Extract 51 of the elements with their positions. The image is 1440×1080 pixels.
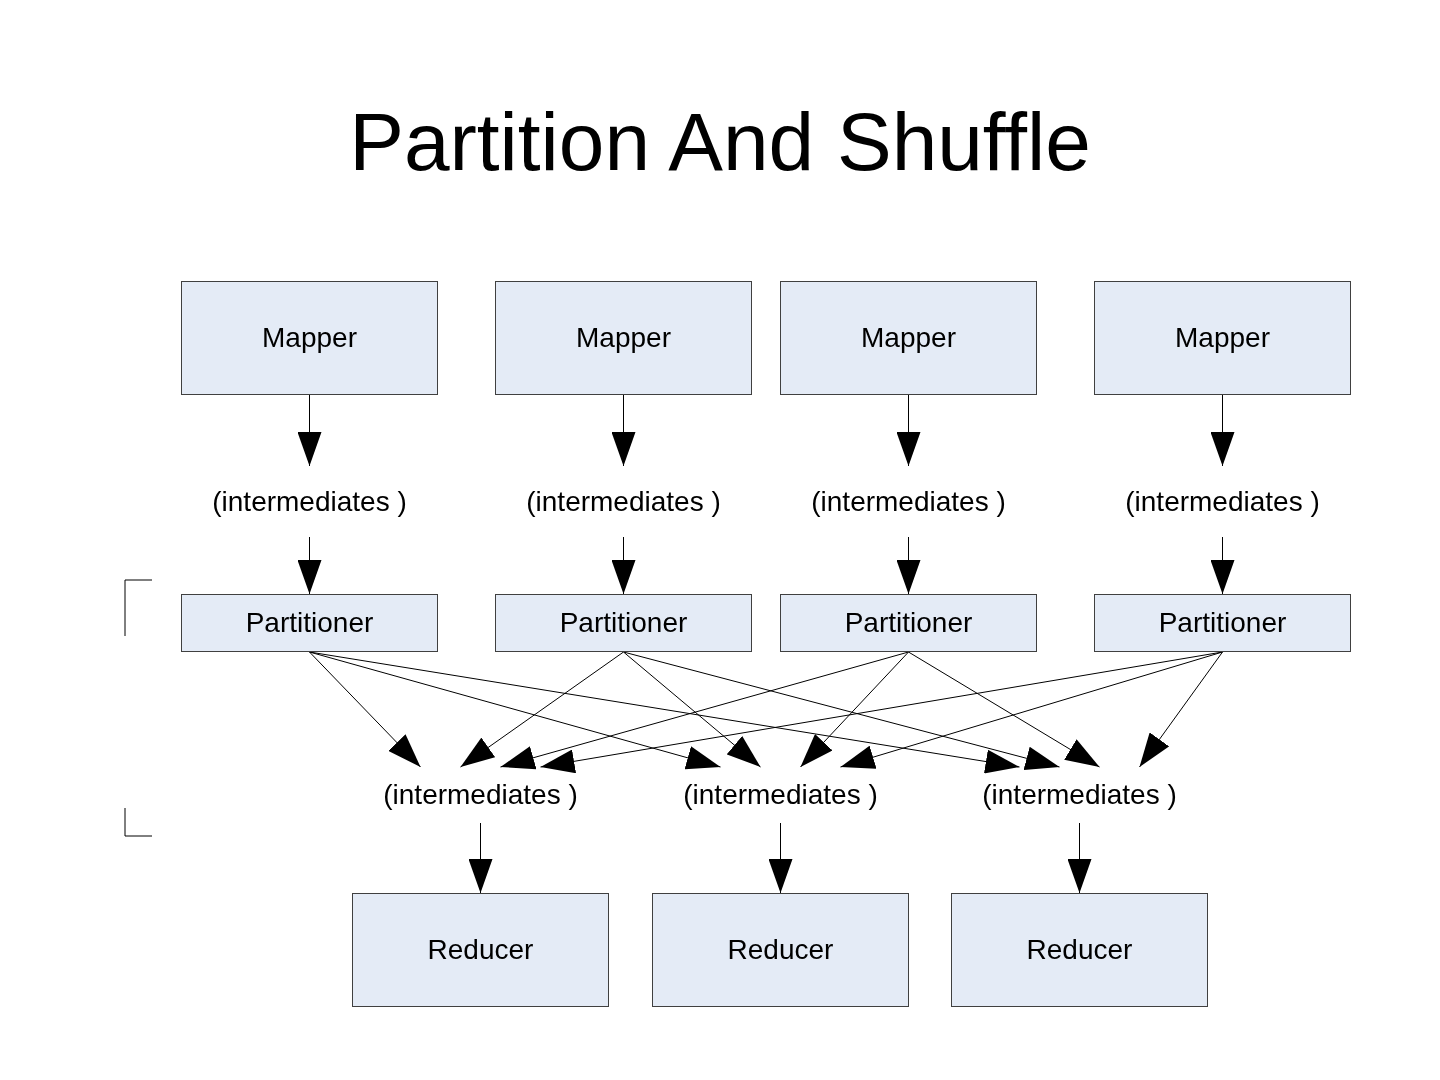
node-label: Partitioner (1158, 607, 1287, 639)
node-label: Partitioner (245, 607, 374, 639)
process-box (352, 893, 609, 1007)
arrow (840, 651, 1223, 769)
arrow (623, 651, 1060, 770)
node-label: Partitioner (559, 607, 688, 639)
arrow (800, 651, 909, 768)
arrow (611, 394, 636, 467)
node-label: Mapper (861, 322, 956, 354)
arrow (611, 536, 636, 595)
node-label: Mapper (1175, 322, 1270, 354)
node-label: Mapper (262, 322, 357, 354)
arrow (623, 651, 761, 768)
process-box (780, 594, 1037, 652)
arrow (1139, 651, 1223, 768)
node-label: (intermediates ) (811, 485, 1006, 518)
process-box (1094, 281, 1351, 395)
arrow (768, 822, 793, 894)
node-label: (intermediates ) (982, 779, 1177, 811)
arrow (309, 651, 421, 768)
arrow (1210, 394, 1235, 467)
arrow (460, 651, 624, 768)
node-label: Partitioner (844, 607, 973, 639)
title: Partition And Shuffle (349, 95, 1091, 189)
node-label: Reducer (427, 934, 534, 966)
node-label: (intermediates ) (212, 485, 407, 518)
arrow (500, 651, 909, 770)
process-box (780, 281, 1037, 395)
node-label: Mapper (576, 322, 671, 354)
node-label: (intermediates ) (526, 485, 721, 518)
arrow (896, 394, 921, 467)
node-label: Reducer (727, 934, 834, 966)
arrow (908, 651, 1100, 768)
node-label: (intermediates ) (1125, 485, 1320, 518)
arrow (896, 536, 921, 595)
process-box (951, 893, 1208, 1007)
node-label: Reducer (1026, 934, 1133, 966)
process-box (1094, 594, 1351, 652)
arrow (309, 651, 721, 770)
arrow (297, 536, 322, 595)
arrow (1067, 822, 1092, 894)
node-label: (intermediates ) (383, 779, 578, 811)
process-box (495, 594, 752, 652)
arrow (468, 822, 493, 894)
process-box (652, 893, 909, 1007)
arrow (297, 394, 322, 467)
node-label: (intermediates ) (683, 779, 878, 811)
arrow (1210, 536, 1235, 595)
process-box (181, 281, 438, 395)
process-box (495, 281, 752, 395)
process-box (181, 594, 438, 652)
